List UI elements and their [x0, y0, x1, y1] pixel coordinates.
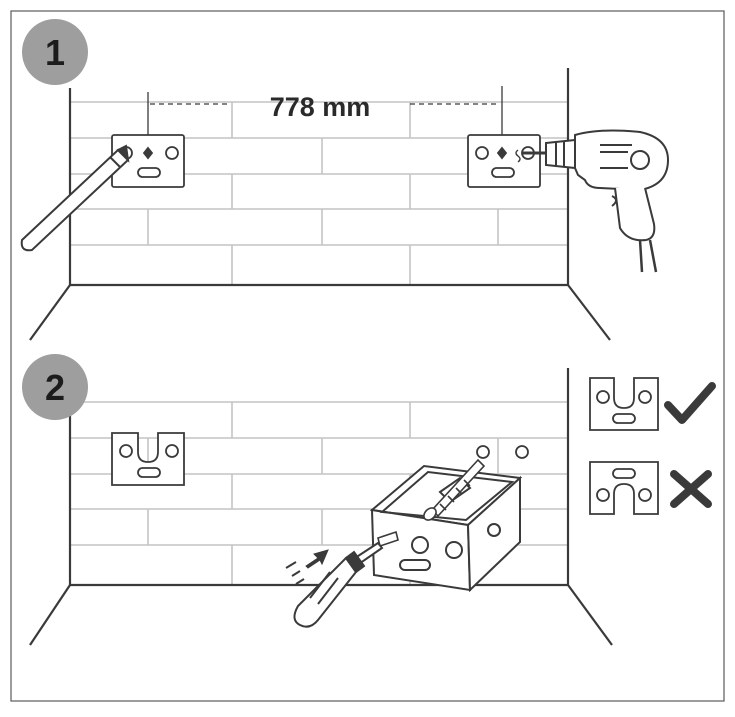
step-1-badge: 1 [22, 19, 88, 85]
step-1-number: 1 [45, 32, 65, 73]
drilled-holes [476, 445, 529, 459]
step-1-panel: 778 mm [20, 19, 670, 341]
incorrect-orientation-example [589, 461, 659, 515]
pencil-icon [20, 144, 130, 252]
screw-icons [377, 458, 486, 548]
push-arrow-icon [285, 549, 329, 585]
drill-icon [515, 129, 670, 273]
distance-label: 778 mm [270, 92, 371, 122]
mounting-plate-right [467, 134, 541, 188]
step-2-number: 2 [45, 367, 65, 408]
checkmark-icon [664, 382, 716, 424]
room-lines-1 [29, 68, 611, 341]
junction-box [369, 464, 523, 593]
mounted-plate [111, 432, 185, 486]
step-2-badge: 2 [22, 354, 88, 420]
screwdriver-icon [293, 541, 384, 628]
step-2-panel: 2 [22, 354, 716, 646]
correct-orientation-example [589, 377, 659, 431]
cross-icon [670, 470, 712, 508]
